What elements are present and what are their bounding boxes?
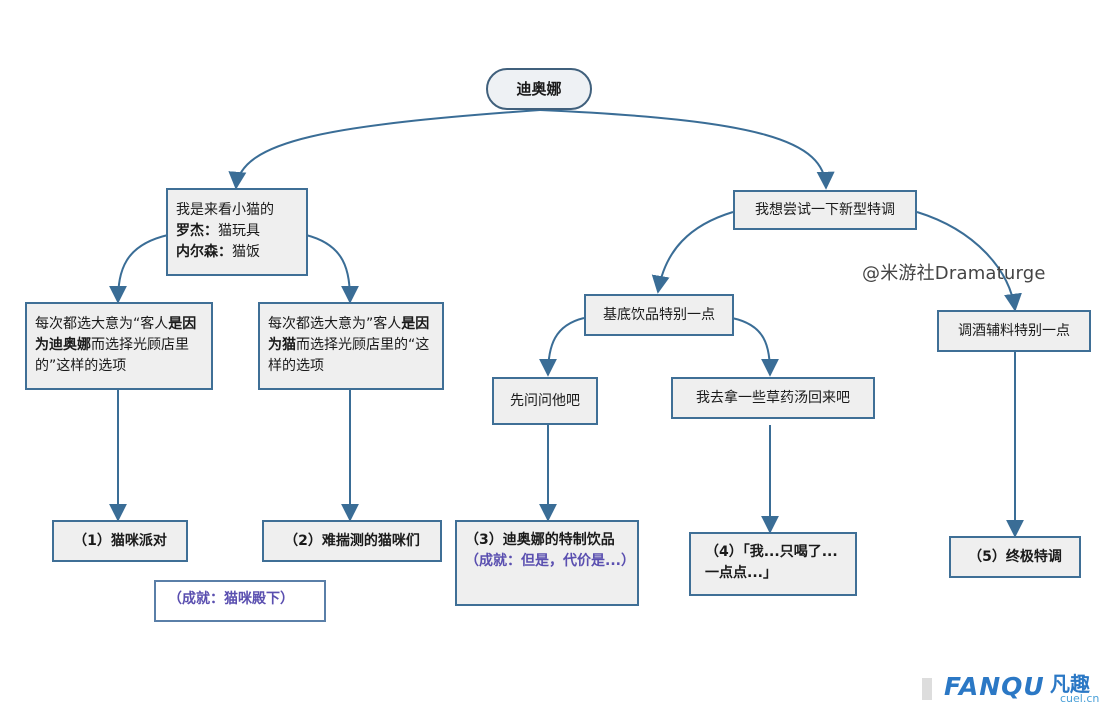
ending-2-node: （2）难揣测的猫咪们 (262, 520, 442, 562)
branch-left-node: 我是来看小猫的 罗杰：猫玩具 内尔森：猫饭 (166, 188, 308, 276)
ending-1-node: （1）猫咪派对 (52, 520, 188, 562)
fanqu-logo: FANQU 凡趣 cuel.cn (922, 662, 1099, 706)
edge-root-left (228, 109, 541, 190)
base-drink-label: 基底饮品特别一点 (603, 306, 715, 323)
ending-4-node: （4）「我...只喝了...一点点...」 (689, 532, 857, 596)
logo-cn: 凡趣 (1050, 672, 1090, 696)
branch-right-label: 我想尝试一下新型特调 (755, 201, 895, 218)
herb-soup-node: 我去拿一些草药汤回来吧 (671, 377, 875, 419)
watermark: @米游社Dramaturge (862, 263, 1046, 284)
ending-5-label: （5）终极特调 (968, 548, 1062, 565)
ending-3-achievement: （成就：但是，代价是...） (465, 553, 635, 569)
adjunct-node: 调酒辅料特别一点 (937, 310, 1091, 352)
logo-text: FANQU (944, 672, 1045, 701)
ending-4-label: （4）「我...只喝了...一点点...」 (705, 544, 838, 581)
base-drink-node: 基底饮品特别一点 (584, 294, 734, 336)
herb-soup-label: 我去拿一些草药汤回来吧 (696, 389, 850, 406)
ending-1-label: （1）猫咪派对 (73, 532, 167, 549)
logo-mark (922, 678, 932, 700)
ask-first-label: 先问问他吧 (510, 392, 580, 409)
edge-left-option2 (305, 234, 359, 304)
branch-right-node: 我想尝试一下新型特调 (733, 190, 917, 230)
branch-left-line2: 罗杰：猫玩具 (176, 223, 260, 239)
ending-3-node: （3）迪奥娜的特制饮品 （成就：但是，代价是...） (455, 520, 639, 606)
root-node: 迪奥娜 (486, 68, 592, 110)
branch-left-line3: 内尔森：猫饭 (176, 244, 260, 260)
root-label: 迪奥娜 (516, 79, 562, 98)
option-2-node: 每次都选大意为”客人是因为猫而选择光顾店里的“这样的选项 (258, 302, 444, 390)
ask-first-node: 先问问他吧 (492, 377, 598, 425)
edge-right-adjunct (916, 211, 1022, 312)
ending-2-label: （2）难揣测的猫咪们 (284, 532, 420, 549)
option-1-node: 每次都选大意为“客人是因为迪奥娜而选择光顾店里的”这样的选项 (25, 302, 213, 390)
edge-left-option1 (109, 234, 169, 304)
edge-base-ask (539, 317, 585, 377)
achievement-1-box: （成就：猫咪殿下） (154, 580, 326, 622)
achievement-1-label: （成就：猫咪殿下） (168, 591, 294, 607)
adjunct-label: 调酒辅料特别一点 (958, 322, 1070, 339)
edge-root-right (539, 109, 835, 190)
ending-5-node: （5）终极特调 (949, 536, 1081, 578)
logo-url: cuel.cn (1060, 692, 1099, 705)
ending-3-main: （3）迪奥娜的特制饮品 (465, 532, 615, 548)
branch-left-line1: 我是来看小猫的 (176, 202, 274, 218)
edge-base-herb (731, 317, 779, 377)
edge-right-base (651, 211, 734, 294)
